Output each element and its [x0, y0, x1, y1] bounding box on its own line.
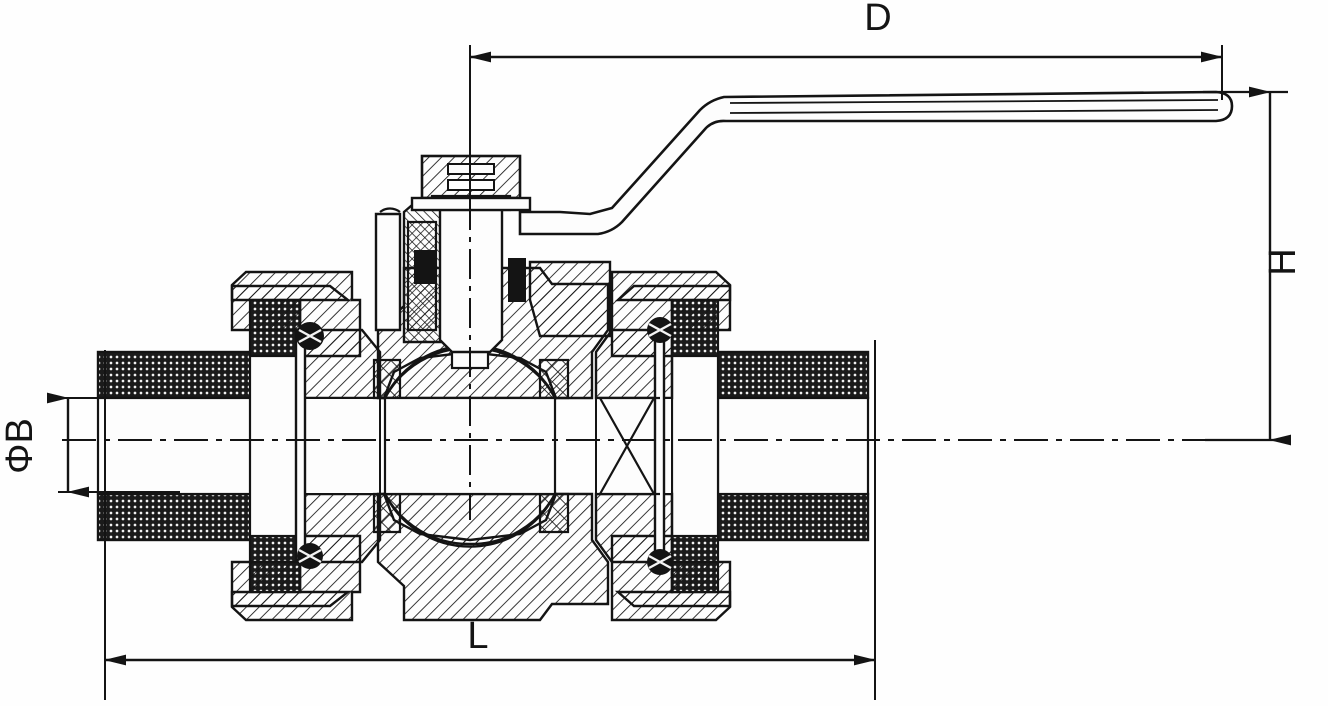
union-nut-left: [230, 270, 382, 622]
oring-left-top: [296, 322, 324, 350]
pipe-stub-right: [716, 350, 870, 542]
handle-lever: [518, 90, 1234, 236]
dim-H-label: H: [1262, 248, 1304, 275]
union-nut-right: [594, 270, 732, 622]
dimension-D: D: [469, 0, 1223, 200]
dimension-H: H: [1203, 86, 1304, 446]
dim-L-label: L: [467, 615, 488, 657]
dimension-L: L: [104, 340, 876, 700]
pipe-stub-left: [96, 350, 272, 542]
dim-D-label: D: [864, 0, 891, 39]
oring-right-bottom: [647, 549, 673, 575]
oring-right-top: [647, 317, 673, 343]
dim-phiB-label: ΦB: [0, 418, 41, 474]
dimension-phi-B: ΦB: [0, 392, 180, 498]
gland-packing: [374, 207, 526, 332]
oring-left-bottom: [297, 543, 323, 569]
